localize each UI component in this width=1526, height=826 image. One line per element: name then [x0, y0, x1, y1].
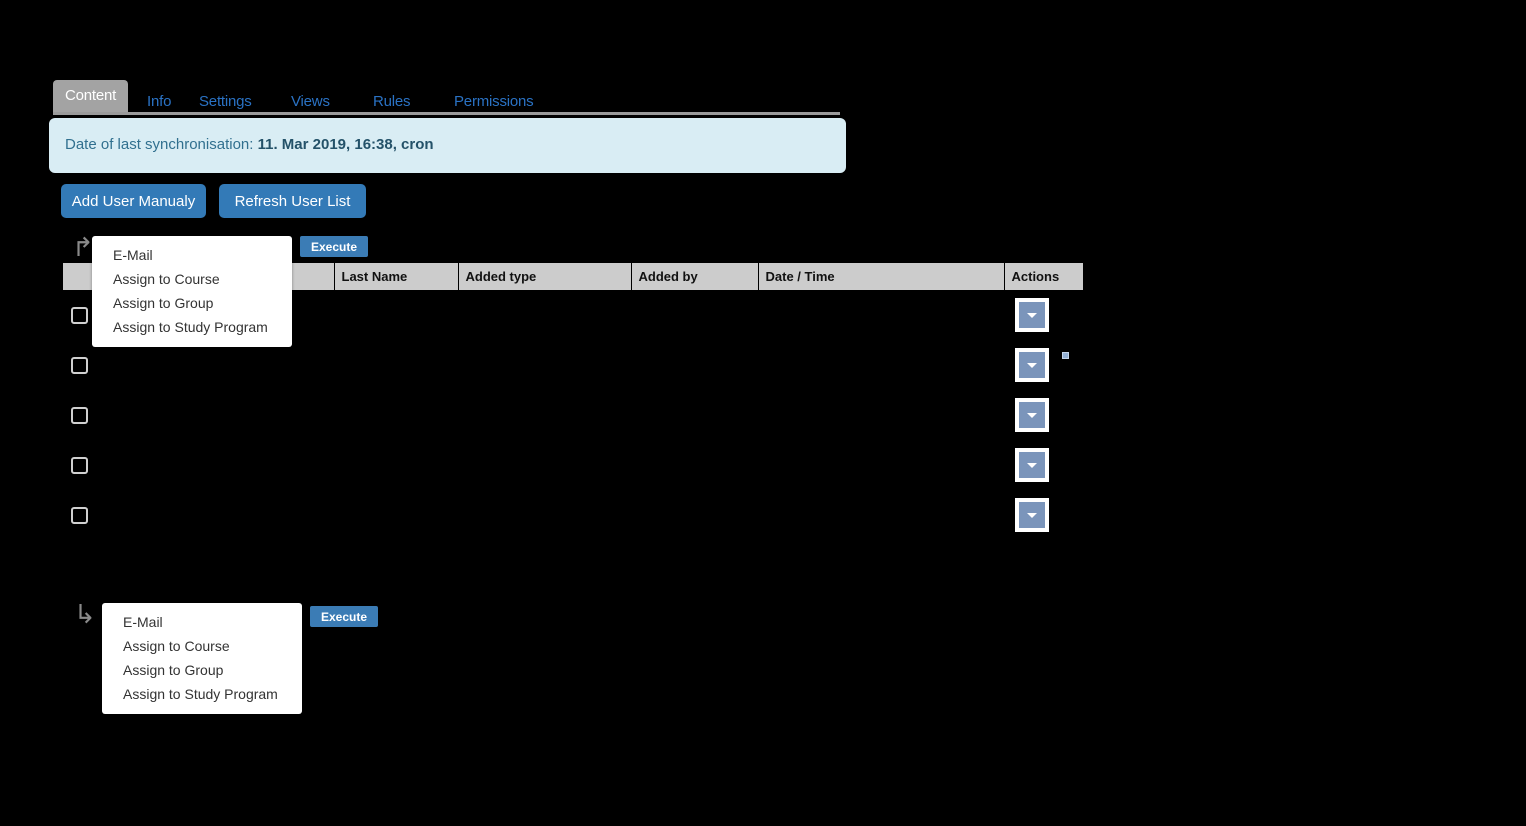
column-header-added-by: Added by: [631, 263, 759, 290]
cell-date-time: [758, 390, 1004, 440]
cell-first-name: [96, 440, 334, 490]
table-row: [63, 340, 1083, 390]
column-header-select: [63, 263, 97, 290]
cell-added-type: [458, 440, 631, 490]
tab-rules[interactable]: Rules: [373, 93, 411, 110]
row-checkbox[interactable]: [71, 506, 88, 524]
cell-date-time: [758, 440, 1004, 490]
refresh-user-list-button[interactable]: Refresh User List: [219, 184, 366, 218]
sync-info-box: Date of last synchronisation: 11. Mar 20…: [49, 118, 846, 173]
chevron-down-icon[interactable]: [1015, 498, 1049, 532]
menu-item-e-mail[interactable]: E-Mail: [123, 614, 163, 630]
cell-date-time: [758, 340, 1004, 390]
tab-bar: Content Info Settings Views Rules Permissions: [53, 78, 840, 115]
cell-added-type: [458, 490, 631, 540]
cell-added-type: [458, 390, 631, 440]
cell-last-name: [334, 340, 458, 390]
menu-item-assign-to-group[interactable]: Assign to Group: [113, 295, 214, 311]
add-user-manually-button[interactable]: Add User Manualy: [61, 184, 206, 218]
cell-added-by: [631, 290, 758, 340]
turn-up-right-arrow-icon: ↱: [72, 232, 94, 262]
column-header-actions: Actions: [1004, 263, 1083, 290]
menu-item-assign-to-study-program[interactable]: Assign to Study Program: [123, 686, 278, 702]
row-actions-cell: [1004, 290, 1083, 340]
table-row: [63, 490, 1083, 540]
row-checkbox[interactable]: [71, 456, 88, 474]
tab-content[interactable]: Content: [53, 80, 129, 112]
cell-added-by: [631, 340, 758, 390]
column-header-last-name: Last Name: [334, 263, 459, 290]
menu-item-assign-to-group[interactable]: Assign to Group: [123, 662, 224, 678]
user-table-body: [63, 290, 1083, 540]
tab-settings[interactable]: Settings: [199, 93, 252, 110]
cell-last-name: [334, 490, 458, 540]
cell-first-name: [96, 390, 334, 440]
chevron-down-icon[interactable]: [1015, 298, 1049, 332]
row-select-cell: [63, 290, 96, 340]
chevron-down-icon[interactable]: [1015, 398, 1049, 432]
table-row: [63, 390, 1083, 440]
menu-item-assign-to-study-program[interactable]: Assign to Study Program: [113, 319, 268, 335]
sync-info-text: Date of last synchronisation: 11. Mar 20…: [65, 136, 434, 153]
cell-last-name: [334, 290, 458, 340]
chevron-down-icon[interactable]: [1015, 448, 1049, 482]
cell-date-time: [758, 290, 1004, 340]
row-checkbox[interactable]: [71, 356, 88, 374]
row-select-cell: [63, 490, 96, 540]
tab-permissions[interactable]: Permissions: [454, 93, 534, 110]
column-header-date-time: Date / Time: [758, 263, 1005, 290]
menu-item-assign-to-course[interactable]: Assign to Course: [113, 271, 220, 287]
table-row: [63, 440, 1083, 490]
row-select-cell: [63, 340, 96, 390]
column-header-added-type: Added type: [458, 263, 632, 290]
cell-first-name: [96, 490, 334, 540]
row-actions-cell: [1004, 490, 1083, 540]
cell-added-by: [631, 440, 758, 490]
cell-added-type: [458, 340, 631, 390]
turn-down-right-arrow-icon: ↳: [74, 599, 96, 629]
chevron-down-icon[interactable]: [1015, 348, 1049, 382]
menu-item-e-mail[interactable]: E-Mail: [113, 247, 153, 263]
row-select-cell: [63, 390, 96, 440]
cell-added-type: [458, 290, 631, 340]
row-select-cell: [63, 440, 96, 490]
menu-item-assign-to-course[interactable]: Assign to Course: [123, 638, 230, 654]
tab-info[interactable]: Info: [147, 93, 172, 110]
sync-info-label: Date of last synchronisation:: [65, 136, 254, 153]
row-actions-cell: [1004, 390, 1083, 440]
execute-button-top[interactable]: Execute: [300, 236, 368, 257]
sync-info-value: 11. Mar 2019, 16:38, cron: [257, 136, 434, 153]
cell-first-name: [96, 340, 334, 390]
cell-date-time: [758, 490, 1004, 540]
cell-last-name: [334, 440, 458, 490]
table-row: [63, 290, 1083, 340]
row-checkbox[interactable]: [71, 306, 88, 324]
row-checkbox[interactable]: [71, 406, 88, 424]
cell-added-by: [631, 490, 758, 540]
cell-last-name: [334, 390, 458, 440]
cell-added-by: [631, 390, 758, 440]
row-actions-cell: [1004, 440, 1083, 490]
tab-views[interactable]: Views: [291, 93, 330, 110]
execute-button-bottom[interactable]: Execute: [310, 606, 378, 627]
stray-ui-artifact: [1062, 352, 1069, 359]
row-actions-cell: [1004, 340, 1083, 390]
